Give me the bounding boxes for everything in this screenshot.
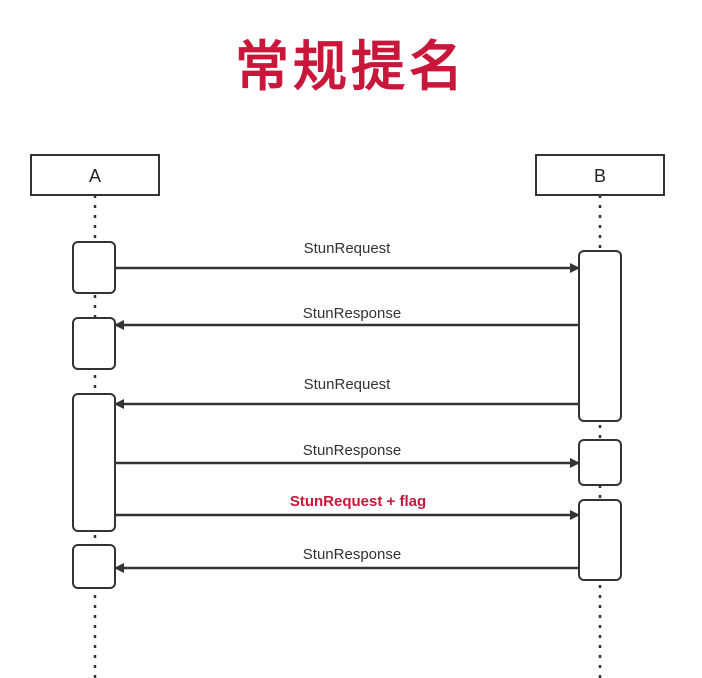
participant-b-label: B bbox=[594, 166, 606, 186]
message-label-5: StunRequest + flag bbox=[290, 493, 426, 510]
message-label-1: StunRequest bbox=[304, 240, 392, 257]
activation-b-3 bbox=[578, 499, 622, 581]
message-label-6: StunResponse bbox=[303, 546, 401, 563]
activation-a-4 bbox=[72, 544, 116, 589]
page-title: 常规提名 bbox=[235, 35, 467, 98]
activation-a-3 bbox=[72, 393, 116, 532]
activation-b-2 bbox=[578, 439, 622, 486]
message-label-2: StunResponse bbox=[303, 305, 401, 322]
participant-a: A bbox=[30, 154, 160, 196]
participant-b: B bbox=[535, 154, 665, 196]
participant-a-label: A bbox=[89, 166, 101, 186]
message-label-4: StunResponse bbox=[303, 442, 401, 459]
message-label-3: StunRequest bbox=[304, 376, 392, 393]
activation-b-1 bbox=[578, 250, 622, 422]
activation-a-1 bbox=[72, 241, 116, 294]
activation-a-2 bbox=[72, 317, 116, 370]
